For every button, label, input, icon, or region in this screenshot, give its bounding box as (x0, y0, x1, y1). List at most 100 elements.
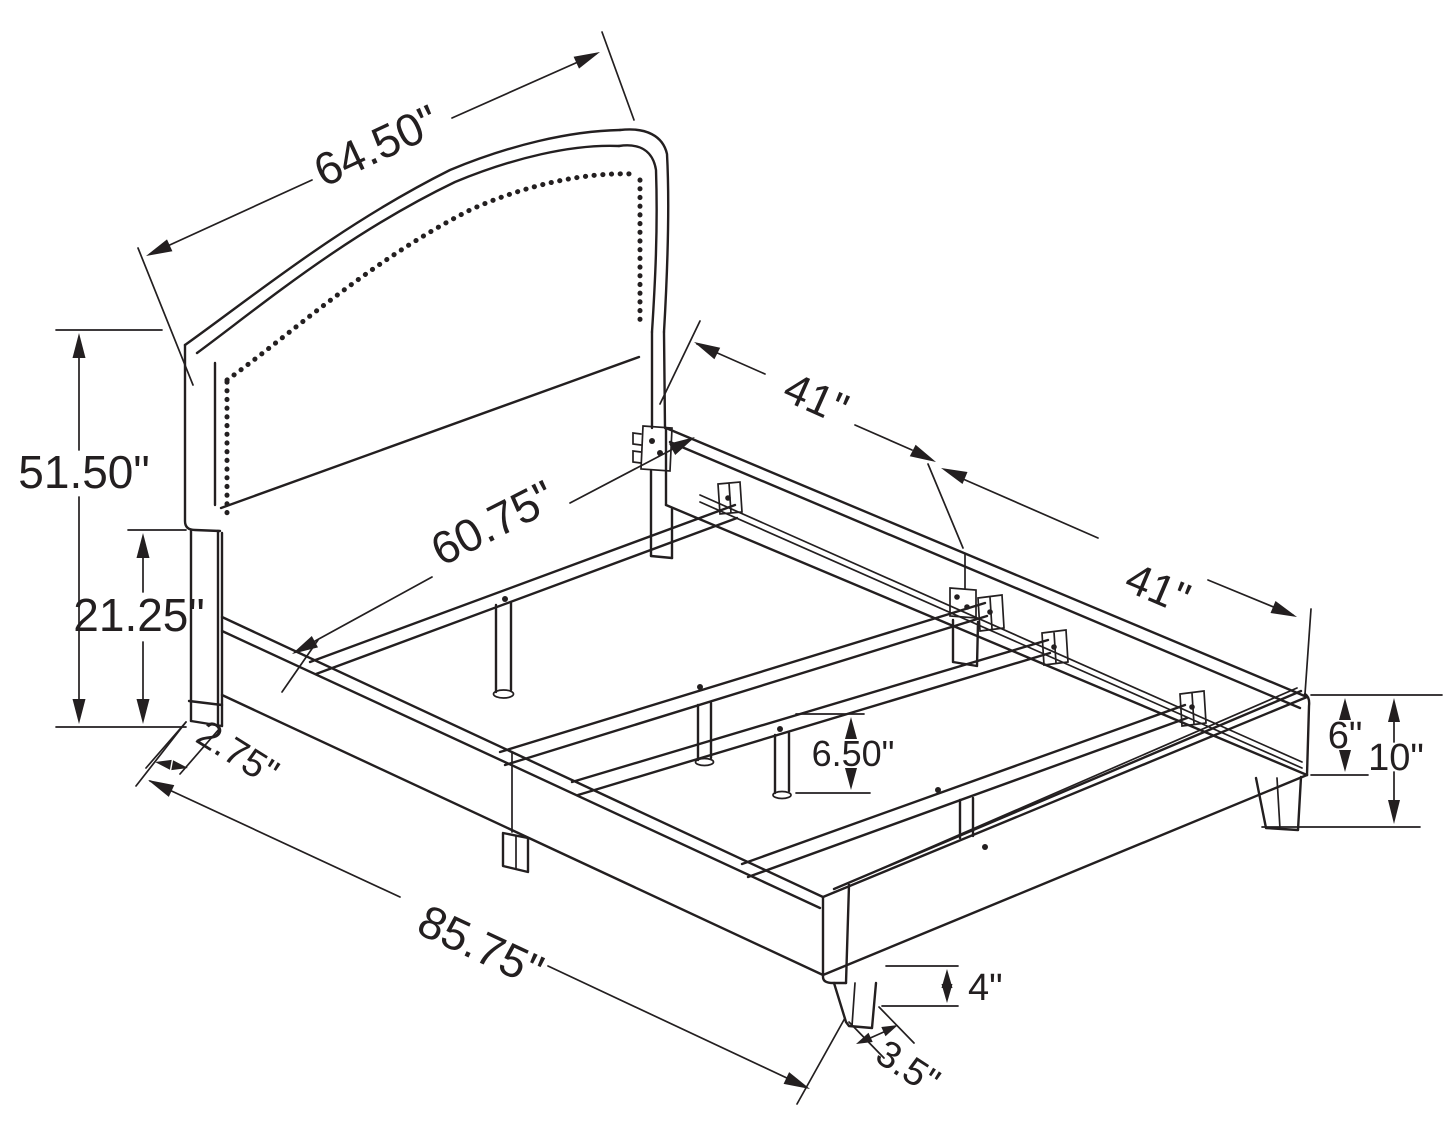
footboard-rail (821, 687, 1311, 1030)
support-slats (308, 481, 1207, 879)
arrowhead (941, 969, 953, 988)
near-rail-top-edge (220, 615, 825, 899)
slat-top (498, 601, 987, 754)
arrowhead (783, 1072, 810, 1089)
dim-rail-half-head: 41" (659, 320, 964, 549)
slat-screw (725, 495, 731, 501)
slat-2 (498, 594, 1005, 767)
arrowhead (146, 239, 173, 256)
dim-label-foot-width: 3.5" (868, 1032, 947, 1103)
joint-screw (954, 594, 960, 600)
near-foot-outline (832, 981, 878, 1030)
arrowhead (573, 52, 600, 69)
side-rail-far (664, 426, 1309, 777)
slat-screw (1189, 704, 1195, 710)
slat-top (740, 703, 1187, 866)
dim-label-leg-height: 21.25" (73, 589, 204, 641)
footboard-top-edge (821, 695, 1309, 899)
dim-label-leg-depth: 2.75" (189, 713, 285, 795)
foot-leg-far (1254, 775, 1303, 832)
dim-label-foot-height: 4" (968, 967, 1003, 1009)
arrowhead (171, 760, 188, 771)
dim-label-center-leg: 6.50" (812, 733, 895, 774)
extension-line (878, 1006, 915, 1044)
arrowhead (845, 768, 857, 790)
far-rail-top-edge (664, 426, 1309, 699)
side-rail-near (220, 615, 825, 977)
headboard-panel-bottom-edge (219, 355, 641, 510)
far-rail-joint-plate (949, 587, 977, 619)
slat-screw (987, 609, 993, 615)
near-rail-bottom-edge (220, 693, 825, 977)
extension-line (601, 31, 635, 121)
dim-headboard-leg-height: 21.25" (73, 529, 205, 724)
slat-screw (935, 787, 941, 793)
slat-3 (570, 629, 1069, 800)
arrowhead (845, 717, 857, 739)
headboard-bracket (632, 425, 673, 472)
nailhead-trim-arch (224, 171, 636, 383)
near-corner-side (844, 883, 851, 985)
extension-line (135, 721, 187, 787)
slat-bottom (746, 716, 1189, 879)
dim-slat-length: 60.75" (281, 437, 695, 693)
arrowhead (881, 1025, 898, 1037)
headboard (183, 128, 674, 728)
arrowhead (909, 444, 936, 462)
extension-line (1304, 608, 1312, 695)
arrowhead (1388, 698, 1400, 722)
far-rail-top-face (668, 440, 1302, 710)
bracket-screw (649, 438, 655, 444)
slat-4 (740, 690, 1207, 879)
arrowhead (669, 437, 695, 455)
arrowhead (292, 636, 318, 654)
leg-foot (492, 689, 515, 699)
slat-bottom (576, 651, 1052, 797)
arrowhead (1339, 750, 1351, 772)
slat-screw (1051, 644, 1057, 650)
dimension-line (149, 53, 597, 255)
far-corner-edge (1303, 692, 1311, 777)
left-leg-bottom (189, 719, 224, 728)
headboard-right-leg (649, 330, 674, 560)
far-foot-face-line (1276, 777, 1281, 830)
arrowhead (941, 468, 968, 484)
foot-leg-near (832, 981, 878, 1030)
arrowhead (155, 759, 172, 770)
extension-line (659, 320, 701, 405)
dim-label-headboard-height: 51.50" (18, 446, 149, 498)
dim-headboard-width: 64.50" (137, 31, 635, 386)
dim-label-slat-length: 60.75" (422, 470, 563, 576)
bed-drawing (183, 128, 1311, 1030)
extension-line (137, 247, 194, 386)
headboard-left-post (183, 343, 222, 533)
arrowhead (72, 333, 86, 358)
dim-foot-leg-width: 3.5" (848, 1006, 947, 1104)
extension-line (179, 727, 221, 775)
arrowhead (1270, 601, 1297, 617)
arrowhead (1388, 800, 1400, 824)
far-foot-outline (1254, 775, 1303, 832)
near-rail-joint-leg (501, 831, 530, 874)
dim-label-frame-height: 10" (1368, 737, 1424, 779)
slat-top (570, 638, 1050, 784)
arrowhead (136, 533, 150, 558)
arrowhead (136, 699, 150, 724)
dim-headboard-leg-depth: 2.75" (145, 713, 286, 795)
dimension-line (294, 438, 693, 653)
dim-side-rail-height: 6" (1310, 694, 1443, 776)
arrowhead (72, 699, 86, 724)
dim-foot-leg-height: 4" (881, 965, 1003, 1009)
dimension-line (867, 1030, 887, 1040)
slat-screw (697, 684, 703, 690)
leg-foot (772, 790, 792, 800)
dimension-annotations: 64.50" 51.50" 21.25" 2.75" (18, 31, 1443, 1105)
slat-center-leg (696, 701, 713, 762)
headboard-cap-inner (617, 144, 658, 334)
arrowhead (1339, 698, 1351, 720)
leg-foot (694, 757, 715, 767)
slat-bottom (314, 516, 739, 676)
slat-bottom (503, 614, 989, 767)
left-leg-foot-line (187, 699, 224, 707)
